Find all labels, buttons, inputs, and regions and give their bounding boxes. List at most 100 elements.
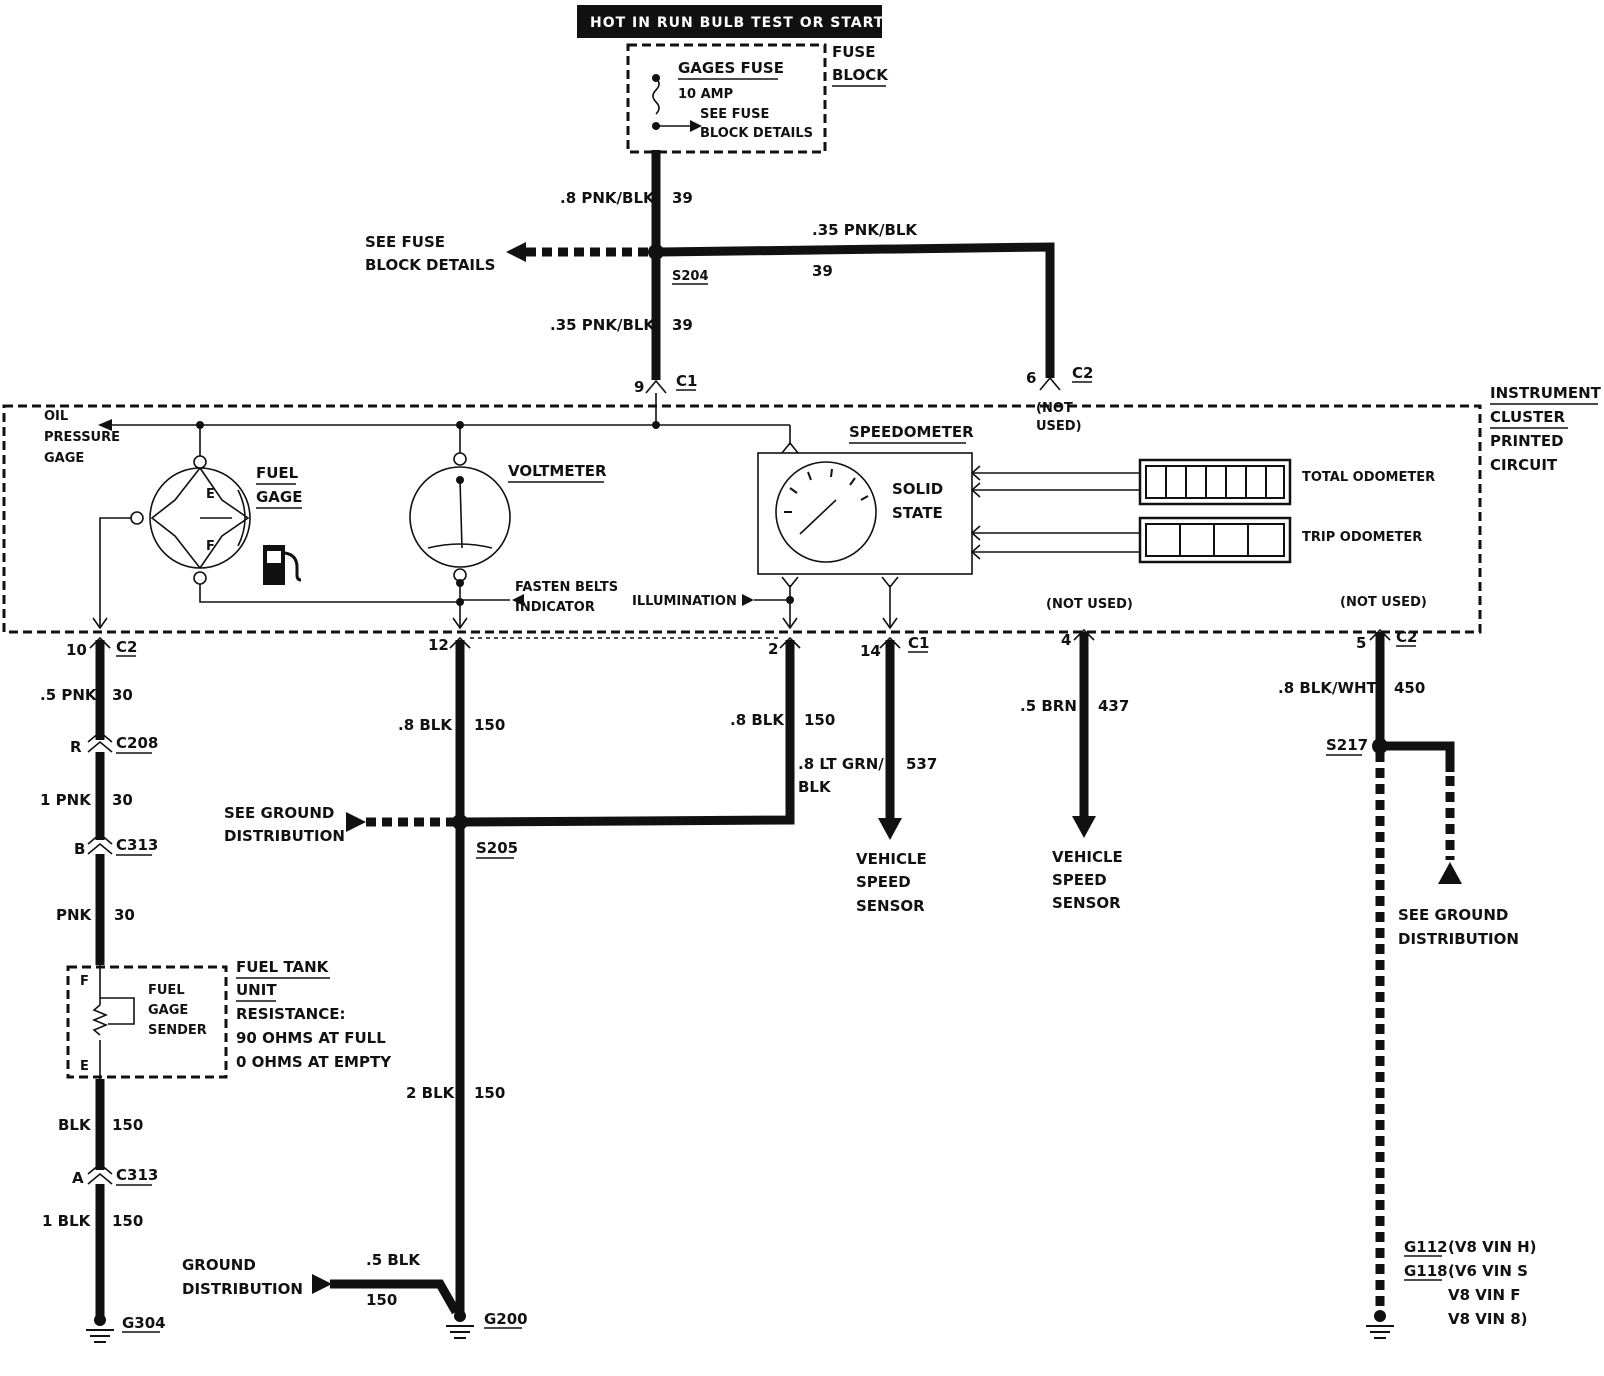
vss1-label-3: SENSOR	[856, 897, 925, 915]
trip-odometer-label: TRIP ODOMETER	[1302, 530, 1422, 545]
c313-a-connector-icon	[87, 1162, 113, 1185]
right-circuit: 450	[1394, 679, 1425, 697]
vss1-arrow-icon	[878, 818, 902, 840]
fuel-pump-icon	[263, 545, 302, 585]
right-ground-branch	[1384, 741, 1455, 772]
fuel-gage-terminal-bottom	[193, 571, 207, 585]
ground-distribution-label-2: DISTRIBUTION	[182, 1280, 303, 1298]
see-ground-label-2: DISTRIBUTION	[224, 827, 345, 845]
c2-top-connector: C2	[1072, 364, 1093, 382]
feed-wire-top-label: .8 PNK/BLK	[560, 189, 656, 207]
middle-wire-1-label: .8 BLK	[398, 716, 453, 734]
pin2-connector-icon	[779, 636, 801, 649]
middle-wire-4-label: .5 BLK	[366, 1251, 421, 1269]
voltmeter-pivot	[456, 476, 464, 484]
illumination-label: ILLUMINATION	[632, 594, 737, 609]
ground-distribution-label-1: GROUND	[182, 1256, 256, 1274]
sender-label-2: GAGE	[148, 1003, 188, 1018]
voltmeter-label: VOLTMETER	[508, 462, 607, 480]
not-used-b-label: (NOT USED)	[1340, 595, 1427, 610]
fasten-belts-arrow-icon	[512, 594, 524, 606]
branch-wire-to-c2	[659, 242, 1055, 378]
left-wire-2-label: 1 PNK	[40, 791, 92, 809]
speedometer-label: SPEEDOMETER	[849, 423, 974, 441]
vss1-label-1: VEHICLE	[856, 850, 927, 868]
c2-not-used-2: USED)	[1036, 419, 1082, 434]
fuel-tank-title-2: UNIT	[236, 981, 277, 999]
right-see-ground-1: SEE GROUND	[1398, 906, 1508, 924]
fuel-gage-terminal-top	[193, 455, 207, 469]
illumination-arrow-icon	[742, 594, 754, 606]
ground-g200-label: G200	[484, 1310, 528, 1328]
vss2-label-1: VEHICLE	[1052, 848, 1123, 866]
sender-wiper	[100, 997, 135, 1025]
voltmeter-needle	[459, 479, 463, 549]
fuse-element-icon	[652, 77, 660, 115]
speedo-pin14-arrow-icon	[882, 617, 898, 630]
fuel-gage-to-c2-10	[99, 517, 131, 628]
pin4-connector-icon	[1073, 628, 1095, 641]
oil-label-1: OIL	[44, 409, 68, 424]
ground-g200-icon	[446, 1310, 474, 1339]
c313-a-pin: A	[72, 1169, 84, 1187]
pin2-number: 2	[768, 640, 778, 658]
middle-circuit-1: 150	[474, 716, 505, 734]
sender-e: E	[80, 1059, 89, 1074]
solid-state-label-1: SOLID	[892, 480, 943, 498]
fuel-gage-ground-line	[199, 584, 460, 603]
fuel-gage-e: E	[206, 487, 215, 502]
fuse-block-box	[626, 43, 827, 154]
feed-circuit-top: 39	[672, 189, 693, 207]
solid-state-label-2: STATE	[892, 504, 943, 522]
ground-g112-note: (V8 VIN H)	[1448, 1238, 1537, 1256]
pin14-connector: C1	[908, 634, 929, 652]
pin5-number: 5	[1356, 634, 1366, 652]
c2-not-used-1: (NOT	[1036, 401, 1073, 416]
oil-label-2: PRESSURE	[44, 430, 120, 445]
branch-circuit-label: 39	[812, 262, 833, 280]
speedometer-housing	[757, 452, 973, 575]
ground-g112-g118-icon	[1366, 1310, 1394, 1339]
left-circuit-4: 150	[112, 1116, 143, 1134]
sender-label-1: FUEL	[148, 983, 185, 998]
c1-pin9-connector-icon	[645, 379, 667, 394]
odometer-leads	[970, 465, 1140, 560]
vss2-arrow-icon	[1072, 816, 1096, 838]
fuse-block-label-2: BLOCK	[832, 66, 889, 84]
fuel-tank-title-1: FUEL TANK	[236, 958, 330, 976]
left-circuit-1: 30	[112, 686, 133, 704]
total-odometer-display	[1138, 458, 1292, 506]
voltmeter-dial	[409, 466, 511, 568]
c208-pin: R	[70, 738, 82, 756]
c1-top-connector: C1	[676, 372, 697, 390]
see-fuse-block-label-1: SEE FUSE	[365, 233, 445, 251]
right-see-ground-2: DISTRIBUTION	[1398, 930, 1519, 948]
left-wire-3-label: PNK	[56, 906, 93, 924]
feed-wire-down-label: .35 PNK/BLK	[550, 316, 656, 334]
see-fuse-block-label-2: BLOCK DETAILS	[365, 256, 495, 274]
instrument-cluster-box	[2, 404, 1482, 634]
fuel-gage-scale	[237, 489, 246, 547]
sender-label-3: SENDER	[148, 1023, 207, 1038]
voltmeter-scale	[427, 543, 493, 549]
see-fuse-details-2: BLOCK DETAILS	[700, 126, 813, 141]
c313-b-connector: C313	[116, 836, 158, 854]
speedo-top-connector-icon	[781, 441, 799, 454]
middle-wire-3-label: 2 BLK	[406, 1084, 456, 1102]
pin14-connector-icon	[879, 636, 901, 649]
ground-g112-label: G112	[1404, 1238, 1448, 1256]
fuel-gage-terminal-left	[130, 511, 144, 525]
bus-node-c1	[652, 421, 660, 429]
trip-odometer-display	[1138, 516, 1292, 564]
splice-s205-label: S205	[476, 839, 518, 857]
see-fuse-details-1: SEE FUSE	[700, 107, 769, 122]
vss2-label-3: SENSOR	[1052, 894, 1121, 912]
left-wire-4-label: BLK	[58, 1116, 92, 1134]
pin14-number: 14	[860, 642, 881, 660]
c208-connector-icon	[87, 730, 113, 753]
middle-circuit-3: 150	[474, 1084, 505, 1102]
see-fuse-block-arrow-icon	[506, 242, 526, 262]
middle-circuit-2: 150	[804, 711, 835, 729]
fuel-gage-coils-icon	[150, 467, 250, 569]
banner-text: HOT IN RUN BULB TEST OR START	[590, 15, 884, 31]
